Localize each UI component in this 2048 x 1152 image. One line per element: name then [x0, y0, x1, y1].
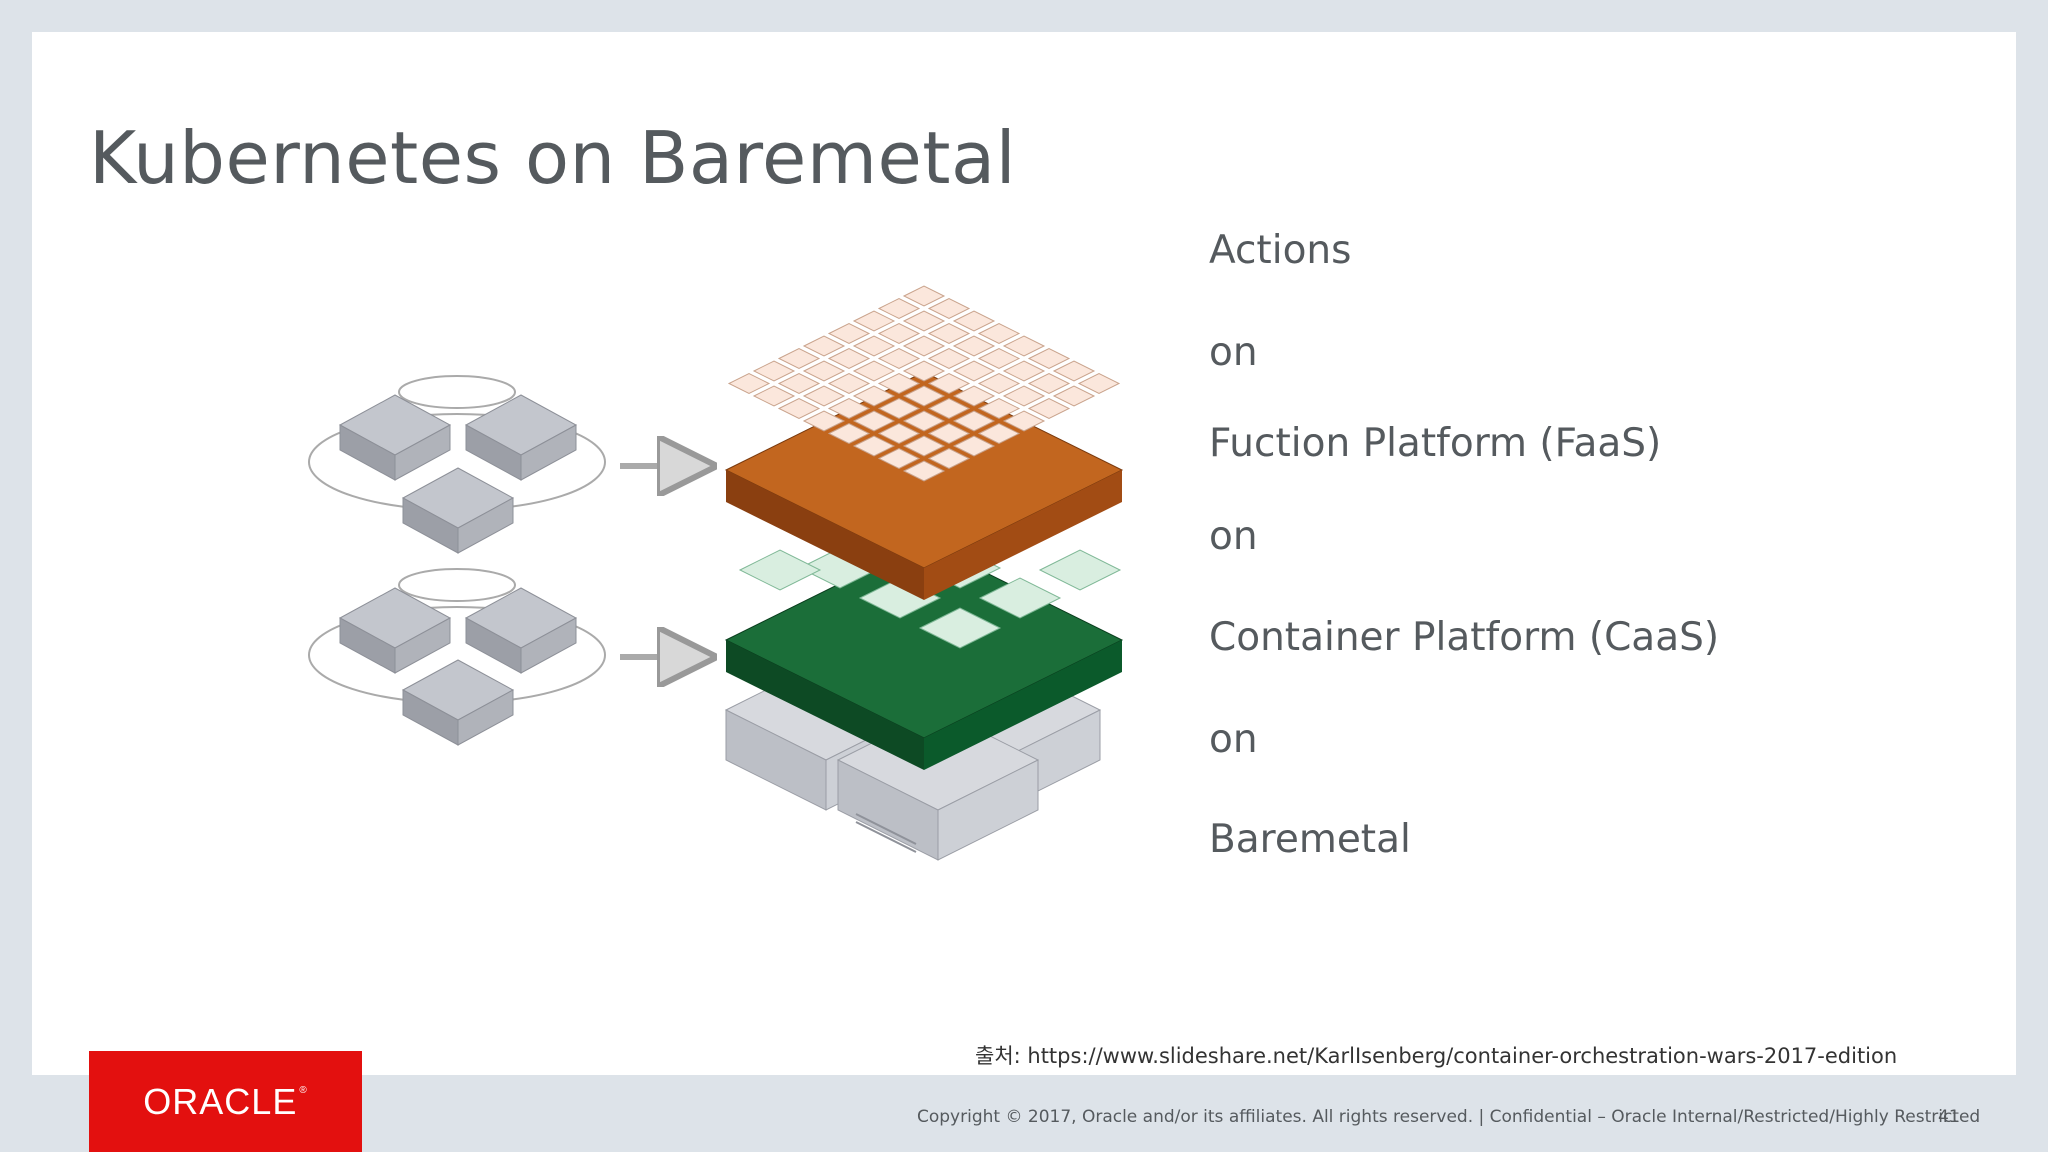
actions-grid [727, 285, 1121, 482]
action-tile [1077, 372, 1121, 395]
stack-label-caas: Container Platform (CaaS) [1209, 615, 1720, 660]
action-tile [777, 347, 821, 370]
action-tile [977, 372, 1021, 395]
stack-label-on-2: on [1209, 514, 1258, 559]
action-tile [902, 360, 946, 382]
action-tile [852, 385, 896, 407]
action-tile [827, 347, 871, 370]
slide-title: Kubernetes on Baremetal [89, 116, 1017, 200]
action-tile [877, 397, 921, 420]
action-tile [1027, 347, 1071, 370]
action-tile [852, 435, 896, 457]
action-tile [1002, 360, 1046, 382]
slide [32, 32, 2016, 1075]
oracle-logo-text: ORACLE® [143, 1080, 308, 1122]
action-tile [927, 322, 971, 345]
action-tile [852, 360, 896, 382]
action-tile [827, 372, 871, 395]
server-cluster-top [308, 375, 606, 554]
action-tile [802, 410, 846, 432]
action-tile [1002, 385, 1046, 407]
stack-label-on-3: on [1209, 717, 1258, 762]
action-tile [877, 447, 921, 470]
action-tile [802, 335, 846, 357]
action-tile [877, 372, 921, 395]
kubernetes-stack-diagram [308, 285, 1124, 861]
action-tile [952, 385, 996, 407]
action-tile [1052, 360, 1096, 382]
action-tile [952, 310, 996, 332]
action-tile [902, 385, 946, 407]
action-tile [927, 347, 971, 370]
action-tile [852, 410, 896, 432]
stack-label-on-1: on [1209, 330, 1258, 375]
action-tile [827, 322, 871, 345]
action-tile [952, 410, 996, 432]
stack-label-actions: Actions [1209, 228, 1352, 273]
stack-label-baremetal: Baremetal [1209, 817, 1411, 862]
action-tile [977, 397, 1021, 420]
action-tile [1027, 397, 1071, 420]
action-tile [902, 435, 946, 457]
stack-label-faas: Fuction Platform (FaaS) [1209, 421, 1662, 466]
action-tile [902, 410, 946, 432]
action-tile [977, 347, 1021, 370]
action-tile [802, 360, 846, 382]
action-tile [902, 285, 946, 307]
server-cluster-bottom [308, 568, 606, 746]
action-tile [827, 397, 871, 420]
action-tile [877, 422, 921, 445]
oracle-logo: ORACLE® [89, 1051, 362, 1152]
action-tile [952, 335, 996, 357]
action-tile [927, 422, 971, 445]
action-tile [852, 335, 896, 357]
action-tile [952, 435, 996, 457]
action-tile [777, 372, 821, 395]
action-tile [927, 297, 971, 320]
action-tile [1002, 335, 1046, 357]
action-tile [877, 347, 921, 370]
action-tile [952, 360, 996, 382]
action-tile [852, 310, 896, 332]
action-tile [727, 372, 771, 395]
action-tile [927, 372, 971, 395]
action-tile [1027, 372, 1071, 395]
action-tile [752, 385, 796, 407]
action-tile [777, 397, 821, 420]
action-tile [877, 297, 921, 320]
action-tile [902, 310, 946, 332]
action-tile [902, 335, 946, 357]
source-citation: 출처: https://www.slideshare.net/KarlIsenb… [975, 1044, 1898, 1068]
action-tile [827, 422, 871, 445]
action-tile [1052, 385, 1096, 407]
action-tile [877, 322, 921, 345]
copyright-notice: Copyright © 2017, Oracle and/or its affi… [917, 1107, 1981, 1127]
action-tile [752, 360, 796, 382]
action-tile [1002, 410, 1046, 432]
action-tile [977, 422, 1021, 445]
action-tile [802, 385, 846, 407]
action-tile [927, 397, 971, 420]
page-number: 41 [1938, 1107, 1960, 1127]
action-tile [902, 460, 946, 482]
action-tile [927, 447, 971, 470]
action-tile [977, 322, 1021, 345]
